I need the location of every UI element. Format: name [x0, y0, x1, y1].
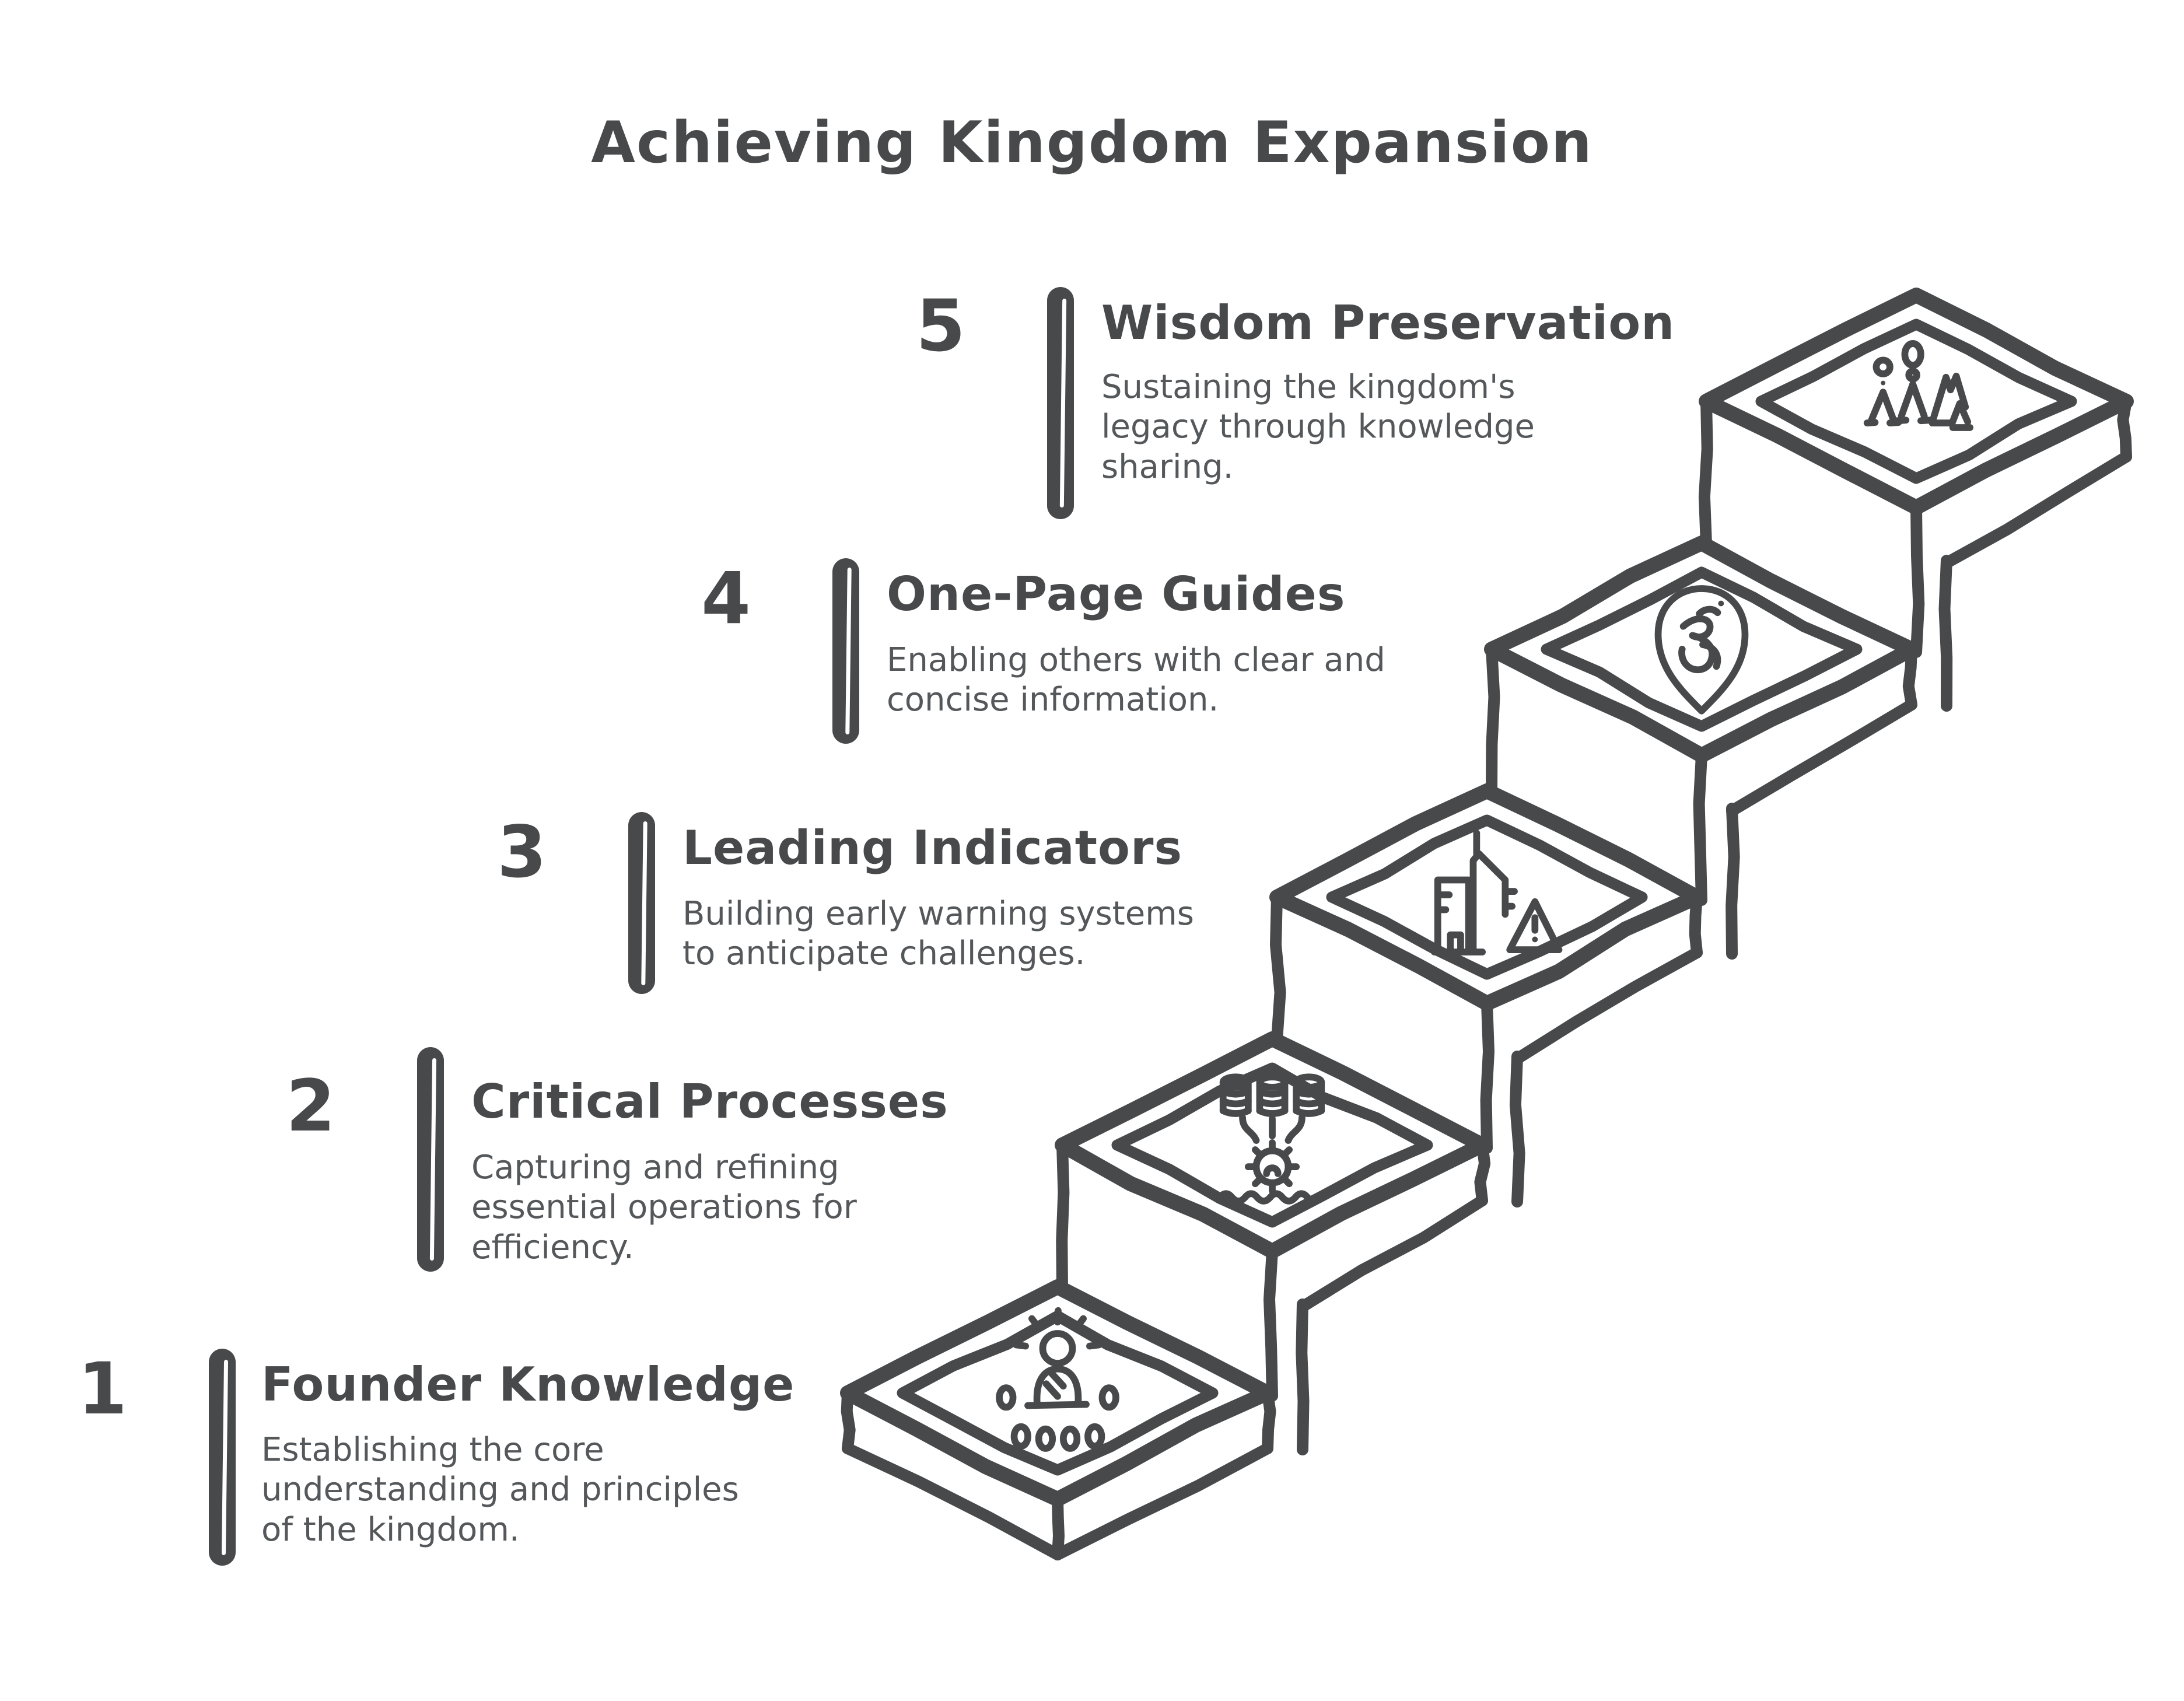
step-description: Establishing the core understanding and …	[261, 1431, 739, 1549]
step-number: 2	[286, 1065, 335, 1147]
step-description: Sustaining the kingdom's legacy through …	[1101, 368, 1535, 486]
step-title: Wisdom Preservation	[1101, 296, 1675, 350]
step-number: 5	[916, 285, 965, 368]
step-number: 4	[701, 557, 751, 640]
buildings-warning-icon	[1430, 830, 1563, 956]
step-title: One-Page Guides	[887, 567, 1346, 621]
step-description: Enabling others with clear and concise i…	[887, 641, 1385, 719]
databases-to-gear-icon	[1216, 1073, 1325, 1205]
step-title: Founder Knowledge	[261, 1357, 795, 1412]
step-divider-bar	[832, 558, 859, 744]
step-description: Capturing and refining essential operati…	[471, 1149, 857, 1266]
step-description: Building early warning systems to antici…	[682, 895, 1194, 973]
step-divider-bar	[1047, 287, 1074, 519]
step-title: Critical Processes	[471, 1074, 949, 1129]
om-location-pin-icon	[1654, 585, 1749, 715]
step-title: Leading Indicators	[682, 821, 1183, 875]
page-title: Achieving Kingdom Expansion	[591, 110, 1593, 176]
step-divider-bar	[628, 812, 655, 994]
founder-person-icon	[996, 1307, 1119, 1452]
people-landscape-icon	[1863, 340, 1974, 431]
step-number: 1	[78, 1348, 127, 1430]
step-divider-bar	[417, 1047, 444, 1272]
step-divider-bar	[209, 1349, 236, 1566]
step-number: 3	[497, 811, 547, 894]
